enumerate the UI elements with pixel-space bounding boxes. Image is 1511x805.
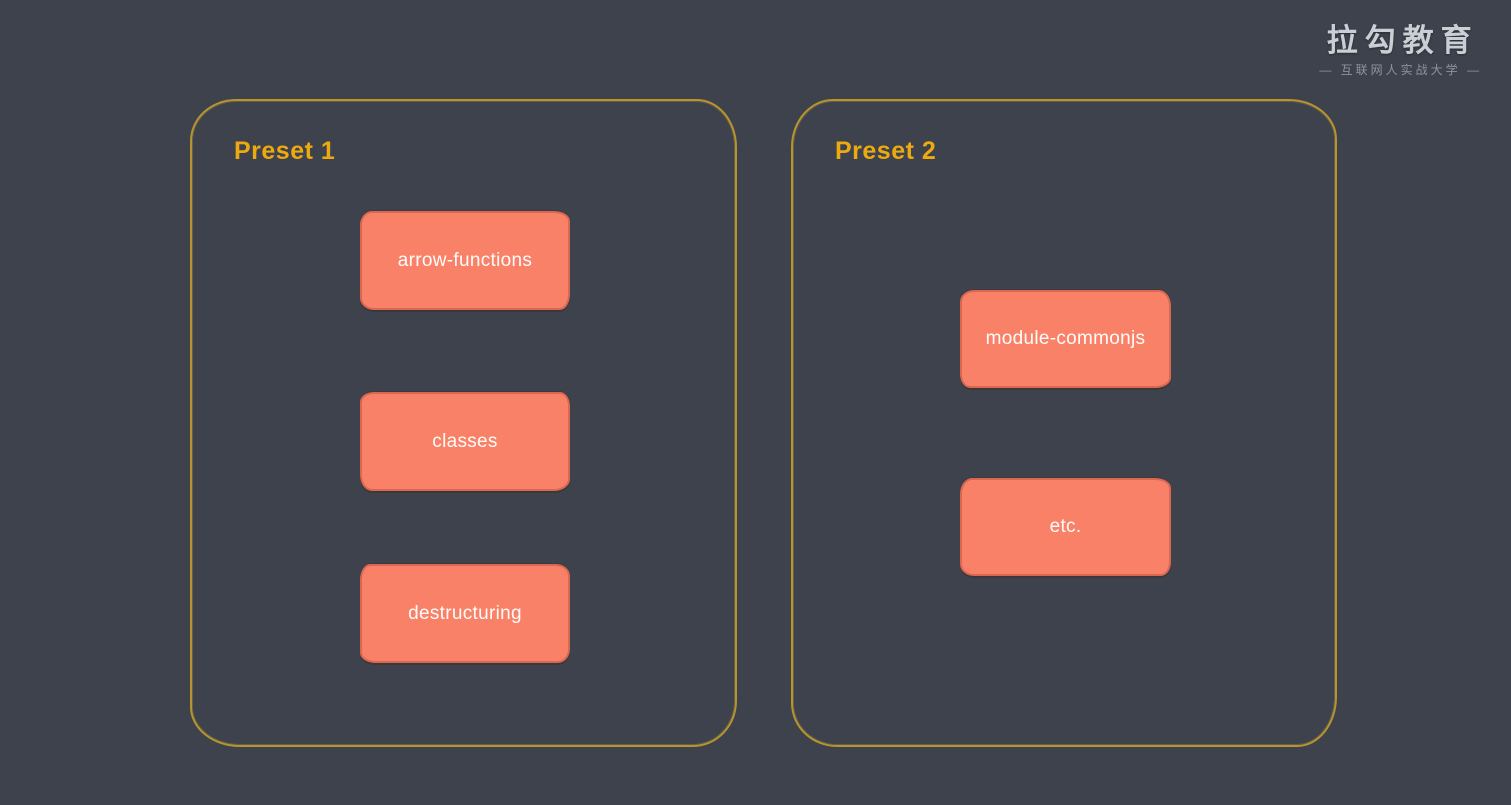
- preset-2-panel: Preset 2 module-commonjs etc.: [791, 99, 1337, 747]
- plugin-box-module-commonjs: module-commonjs: [960, 290, 1171, 388]
- brand-logo-subtitle: — 互联网人实战大学 —: [1319, 63, 1482, 78]
- plugin-label: module-commonjs: [985, 328, 1146, 349]
- plugin-label: classes: [432, 430, 498, 452]
- brand-logo-title: 拉勾教育: [1326, 23, 1479, 58]
- plugin-label: arrow-functions: [397, 249, 533, 271]
- plugin-box-etc: etc.: [960, 478, 1171, 576]
- plugin-label: destructuring: [408, 602, 522, 624]
- preset-1-panel: Preset 1 arrow-functions classes destruc…: [190, 99, 737, 747]
- plugin-box-arrow-functions: arrow-functions: [360, 211, 570, 310]
- preset-1-label: Preset 1: [234, 137, 336, 165]
- plugin-box-destructuring: destructuring: [360, 564, 570, 663]
- preset-2-label: Preset 2: [835, 137, 937, 165]
- plugin-box-classes: classes: [360, 392, 570, 491]
- brand-logo: 拉勾教育 — 互联网人实战大学 —: [1319, 23, 1482, 78]
- plugin-label: etc.: [1049, 516, 1082, 537]
